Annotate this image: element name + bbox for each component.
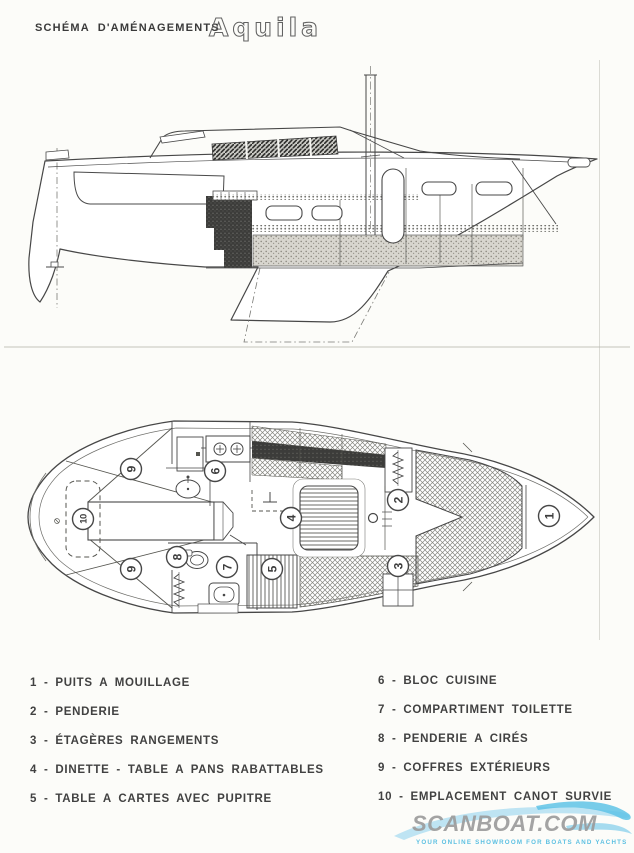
toilet-compartment xyxy=(168,534,258,614)
side-view-drawing xyxy=(4,66,630,348)
brand-logo-text: Aquila xyxy=(209,13,322,42)
callout-number: 4 xyxy=(285,514,299,521)
hanger-zigzag xyxy=(172,572,186,608)
portlight-aft-1 xyxy=(265,205,303,221)
callout-number: 9 xyxy=(125,465,139,472)
sliding-hatch xyxy=(159,130,206,144)
legend-item-9: 9 - COFFRES EXTÉRIEURS xyxy=(378,762,551,774)
tall-window xyxy=(381,168,405,244)
stay-line xyxy=(349,129,405,159)
hull-dot-band-upper xyxy=(212,194,420,200)
scanboat-watermark: SCANBOAT.COM YOUR ONLINE SHOWROOM FOR BO… xyxy=(394,801,632,846)
starboard-berth-cushions xyxy=(251,425,387,481)
page-title: SCHÉMA D'AMÉNAGEMENTS xyxy=(35,22,220,34)
plan-callout-3: 3 xyxy=(386,554,410,578)
callout-number: 1 xyxy=(543,512,557,519)
plan-callout-2: 2 xyxy=(386,488,410,512)
deck-seam-ticks xyxy=(462,442,473,592)
companionway-steps-shaded xyxy=(206,196,252,268)
keel-option-outline xyxy=(243,267,390,343)
callout-number: 10 xyxy=(79,514,90,524)
watermark-swoosh xyxy=(394,801,632,840)
plan-callout-8: 8 xyxy=(165,545,189,569)
mast-foot xyxy=(367,511,392,527)
v-berth-cushion xyxy=(415,449,523,585)
bow-fitting xyxy=(567,157,591,168)
legend-item-10: 10 - EMPLACEMENT CANOT SURVIE xyxy=(378,791,612,803)
plan-callout-1: 1 xyxy=(537,504,561,528)
plan-callout-5: 5 xyxy=(260,557,284,581)
watermark-brand-text: SCANBOAT.COM xyxy=(412,811,597,836)
legend-item-5: 5 - TABLE A CARTES AVEC PUPITRE xyxy=(30,793,272,805)
liferaft-stowage xyxy=(54,480,101,558)
plan-callout-9-port: 9 xyxy=(119,557,143,581)
bow-bulkhead-line xyxy=(511,160,557,225)
coachroof-window-band xyxy=(211,135,339,161)
step-mark xyxy=(263,492,277,503)
coachroof xyxy=(149,126,521,161)
cockpit-footwell xyxy=(87,501,215,541)
callout-number: 6 xyxy=(209,467,223,474)
callout-number: 5 xyxy=(266,565,280,572)
scan-artifact-line xyxy=(599,60,600,640)
callout-number: 3 xyxy=(392,562,406,569)
watermark-tagline: YOUR ONLINE SHOWROOM FOR BOATS AND YACHT… xyxy=(416,839,627,846)
stern-cap xyxy=(45,149,70,161)
sheer-line xyxy=(47,157,589,168)
portlights xyxy=(265,168,513,244)
callout-number: 8 xyxy=(171,553,185,560)
legend-item-2: 2 - PENDERIE xyxy=(30,706,120,718)
brand-logo: Aquila xyxy=(208,12,322,42)
portlight-fwd-2 xyxy=(475,181,513,196)
galley-block xyxy=(166,422,255,506)
callout-number: 7 xyxy=(221,563,235,570)
legend-item-8: 8 - PENDERIE A CIRÉS xyxy=(378,733,529,745)
legend-item-1: 1 - PUITS A MOUILLAGE xyxy=(30,677,191,689)
storage-shelves xyxy=(382,573,414,607)
portlight-fwd-1 xyxy=(421,181,457,196)
plan-callout-4: 4 xyxy=(279,506,303,530)
dinette-table xyxy=(299,485,359,551)
callout-number: 9 xyxy=(125,565,139,572)
legend-right-column: 6 - BLOC CUISINE 7 - COMPARTIMENT TOILET… xyxy=(378,675,612,803)
legend-item-6: 6 - BLOC CUISINE xyxy=(378,675,498,687)
cockpit-well xyxy=(73,171,225,205)
legend-item-7: 7 - COMPARTIMENT TOILETTE xyxy=(378,704,573,716)
plan-callout-7: 7 xyxy=(215,555,239,579)
plan-callout-10: 10 xyxy=(71,507,95,531)
bulkhead-lines xyxy=(339,168,524,266)
callout-number: 2 xyxy=(392,496,406,503)
plan-callout-9-starboard: 9 xyxy=(119,457,143,481)
rudder-stock xyxy=(46,148,64,308)
transom-arc xyxy=(29,472,47,562)
plan-callout-6: 6 xyxy=(203,459,227,483)
step-dashed-line xyxy=(251,490,297,512)
legend-item-3: 3 - ÉTAGÈRES RANGEMENTS xyxy=(30,735,220,747)
plan-view-drawing: 1 2 3 4 5 6 7 8 xyxy=(27,420,595,614)
page-header: SCHÉMA D'AMÉNAGEMENTS xyxy=(35,22,220,34)
legend-item-4: 4 - DINETTE - TABLE A PANS RABATTABLES xyxy=(30,764,324,776)
hanging-locker xyxy=(384,447,413,550)
portlight-aft-2 xyxy=(311,205,343,221)
dinette xyxy=(292,478,366,558)
legend-left-column: 1 - PUITS A MOUILLAGE 2 - PENDERIE 3 - É… xyxy=(30,677,324,805)
